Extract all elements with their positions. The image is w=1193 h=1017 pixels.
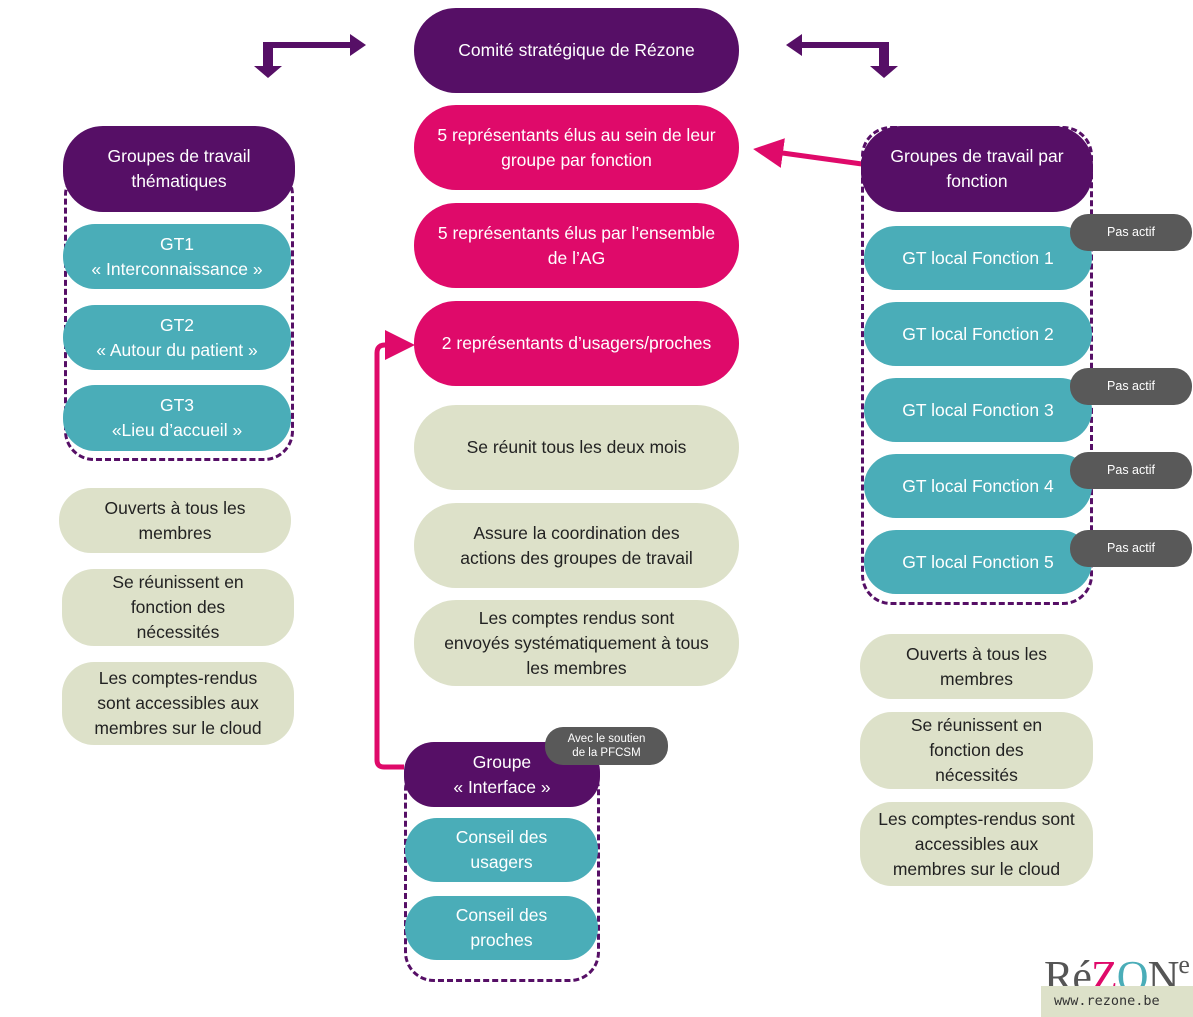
conseil-des-usagers: Conseil des usagers (405, 818, 598, 882)
rezone-url: www.rezone.be (1041, 986, 1193, 1017)
inactive-badge-fonction-5: Pas actif (1070, 530, 1192, 567)
center-fact-meeting: Se réunit tous les deux mois (414, 405, 739, 490)
inactive-badge-fonction-4: Pas actif (1070, 452, 1192, 489)
right-fact-cloud: Les comptes-rendus sont accessibles aux … (860, 802, 1093, 886)
interface-group-title: Groupe « Interface » (404, 742, 600, 807)
left-fact-meetings: Se réunissent en fonction des nécessités (62, 569, 294, 646)
bent-arrow-left-icon (254, 34, 366, 78)
bent-arrow-right-icon (786, 34, 898, 78)
gt-local-fonction-3: GT local Fonction 3 (864, 378, 1092, 442)
gt1-interconnaissance: GT1 « Interconnaissance » (63, 224, 291, 289)
conseil-des-proches: Conseil des proches (405, 896, 598, 960)
left-fact-open: Ouverts à tous les membres (59, 488, 291, 553)
right-fact-open: Ouverts à tous les membres (860, 634, 1093, 699)
rezone-logo: RéZONe www.rezone.be (1041, 940, 1193, 1017)
representatives-by-function: 5 représentants élus au sein de leur gro… (414, 105, 739, 190)
gt-local-fonction-2: GT local Fonction 2 (864, 302, 1092, 366)
gt-local-fonction-1: GT local Fonction 1 (864, 226, 1092, 290)
arrow-interface-to-users (374, 330, 415, 770)
pfcsm-support-badge: Avec le soutien de la PFCSM (545, 727, 668, 765)
arrow-function-to-representatives (753, 138, 863, 168)
right-fact-meetings: Se réunissent en fonction des nécessités (860, 712, 1093, 789)
left-fact-cloud: Les comptes-rendus sont accessibles aux … (62, 662, 294, 745)
center-fact-minutes: Les comptes rendus sont envoyés systémat… (414, 600, 739, 686)
gt-local-fonction-4: GT local Fonction 4 (864, 454, 1092, 518)
representatives-users: 2 représentants d’usagers/proches (414, 301, 739, 386)
representatives-by-ag: 5 représentants élus par l’ensemble de l… (414, 203, 739, 288)
inactive-badge-fonction-3: Pas actif (1070, 368, 1192, 405)
committee-title: Comité stratégique de Rézone (414, 8, 739, 93)
center-fact-coordination: Assure la coordination des actions des g… (414, 503, 739, 588)
thematic-groups-title: Groupes de travail thématiques (63, 126, 295, 212)
gt-local-fonction-5: GT local Fonction 5 (864, 530, 1092, 594)
gt3-lieu-accueil: GT3 «Lieu d’accueil » (63, 385, 291, 451)
function-groups-title: Groupes de travail par fonction (861, 126, 1093, 212)
gt2-autour-du-patient: GT2 « Autour du patient » (63, 305, 291, 370)
inactive-badge-fonction-1: Pas actif (1070, 214, 1192, 251)
